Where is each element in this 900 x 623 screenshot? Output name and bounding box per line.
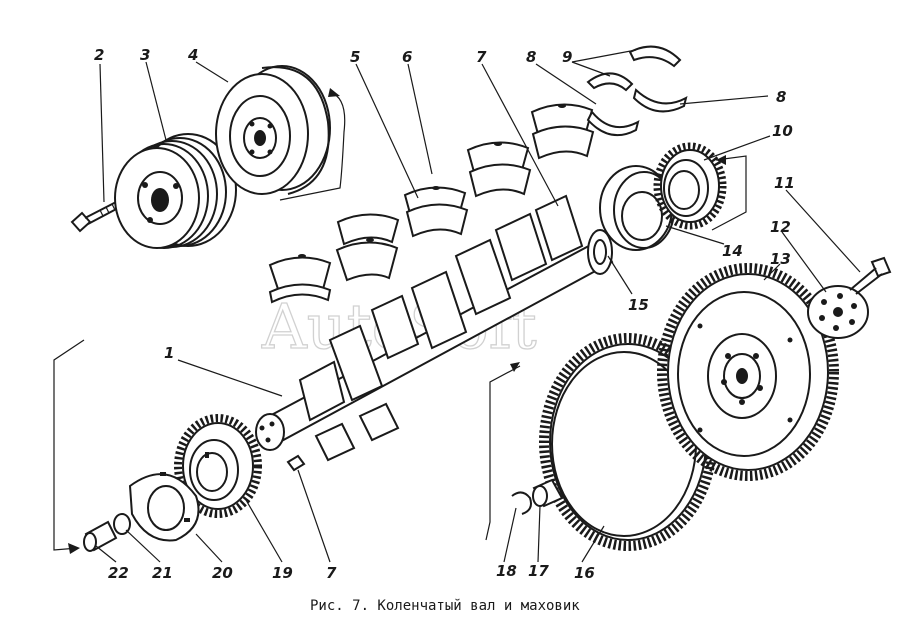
callout-16: 16 xyxy=(574,564,595,582)
part-8-9-thrust-rings xyxy=(586,45,688,137)
callout-4: 4 xyxy=(187,46,198,64)
part-18-circlip xyxy=(511,491,532,515)
assembly-arrow-2 xyxy=(711,155,747,231)
part-20-slinger xyxy=(128,472,200,542)
callout-15: 15 xyxy=(628,296,649,314)
part-17-bearing xyxy=(532,478,564,508)
assembly-arrow-4 xyxy=(485,365,521,541)
callout-13: 13 xyxy=(770,250,791,268)
callout-9: 9 xyxy=(562,48,572,66)
callout-21: 21 xyxy=(152,564,173,582)
part-3-pulley xyxy=(114,133,237,249)
callout-8-right: 8 xyxy=(776,88,786,106)
part-7-key-bottom xyxy=(286,454,306,472)
part-14-slinger xyxy=(599,165,675,251)
callout-12: 12 xyxy=(770,218,791,236)
callout-19: 19 xyxy=(272,564,293,582)
part-2-bolt xyxy=(70,199,123,233)
callout-17: 17 xyxy=(528,562,549,580)
callout-20: 20 xyxy=(212,564,233,582)
part-10-crank-gear xyxy=(653,142,727,230)
arrow-head-4 xyxy=(510,362,520,372)
callout-numbers: 2 3 4 5 6 7 8 9 8 10 11 12 13 14 15 1 22… xyxy=(94,46,795,582)
part-19-gear xyxy=(174,414,262,518)
assembly-arrow-1 xyxy=(279,91,346,201)
callout-14: 14 xyxy=(722,242,743,260)
arrow-head-1 xyxy=(328,88,340,97)
arrow-head-3 xyxy=(68,543,80,554)
callout-2: 2 xyxy=(94,46,104,64)
part-5-6-bearing-shells xyxy=(268,103,595,304)
callout-7-bottom: 7 xyxy=(326,564,337,582)
arrow-head-2 xyxy=(716,155,726,165)
callout-5: 5 xyxy=(350,48,360,66)
part-11-bolt xyxy=(849,256,892,295)
callout-8-top: 8 xyxy=(526,48,536,66)
part-4-damper xyxy=(215,65,331,195)
callout-3: 3 xyxy=(140,46,150,64)
callout-11: 11 xyxy=(774,174,795,192)
part-22-bushing xyxy=(83,520,118,552)
part-12-plate xyxy=(807,285,869,339)
callout-7-top: 7 xyxy=(476,48,487,66)
callout-1: 1 xyxy=(164,344,174,362)
part-21-ring xyxy=(113,513,131,535)
callout-10: 10 xyxy=(772,122,793,140)
callout-22: 22 xyxy=(108,564,129,582)
part-1-crankshaft xyxy=(255,194,614,462)
callout-18: 18 xyxy=(496,562,517,580)
callout-6: 6 xyxy=(402,48,412,66)
leader-lines xyxy=(95,49,861,563)
part-13-flywheel xyxy=(657,263,839,481)
assembly-arrow-3 xyxy=(53,339,85,551)
figure-caption: Рис. 7. Коленчатый вал и маховик xyxy=(310,598,580,614)
